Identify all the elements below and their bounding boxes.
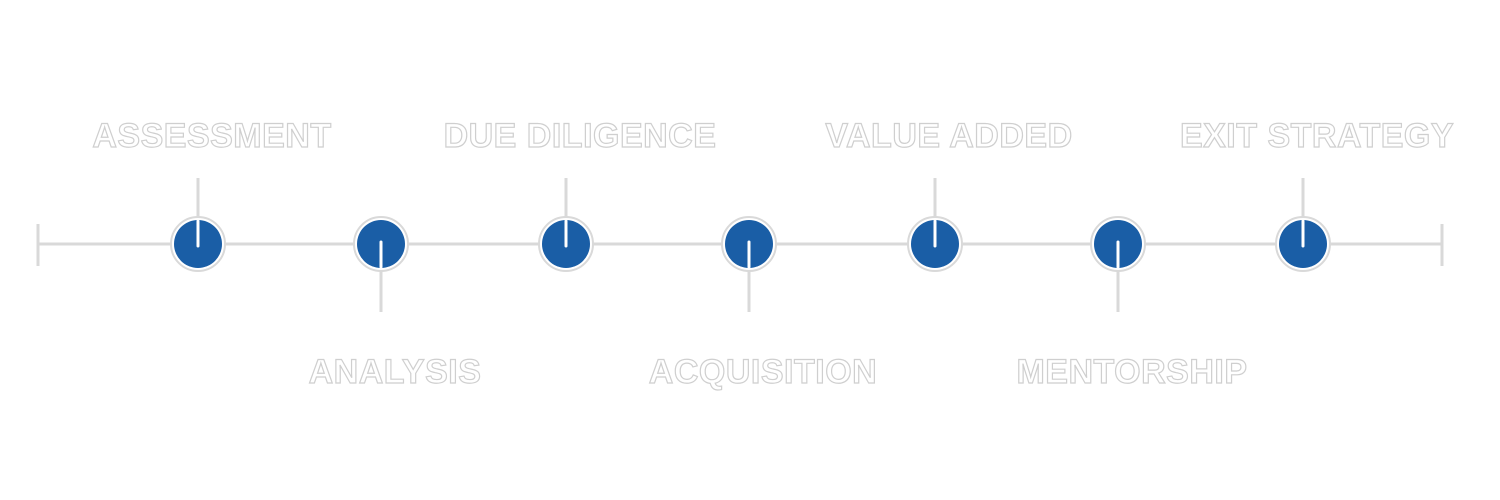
stage-label: ACQUISITION bbox=[649, 353, 877, 391]
stage-analysis: ANALYSIS bbox=[308, 216, 482, 392]
stage-label: ASSESSMENT bbox=[92, 117, 331, 155]
stage-mentorship: MENTORSHIP bbox=[1016, 216, 1248, 392]
stage-value-added: VALUE ADDED bbox=[825, 116, 1073, 272]
stage-label: ANALYSIS bbox=[309, 353, 482, 391]
timeline-stages: ASSESSMENT ANALYSIS DUE DILIGENCE ACQUISITI… bbox=[92, 116, 1454, 392]
stage-due-diligence: DUE DILIGENCE bbox=[443, 116, 717, 272]
stage-label: DUE DILIGENCE bbox=[444, 117, 717, 155]
stage-label: EXIT STRATEGY bbox=[1180, 117, 1454, 155]
stage-exit-strategy: EXIT STRATEGY bbox=[1179, 116, 1454, 272]
stage-label: MENTORSHIP bbox=[1016, 353, 1247, 391]
stage-acquisition: ACQUISITION bbox=[648, 216, 877, 392]
stage-label: VALUE ADDED bbox=[825, 117, 1072, 155]
stage-assessment: ASSESSMENT bbox=[92, 116, 332, 272]
